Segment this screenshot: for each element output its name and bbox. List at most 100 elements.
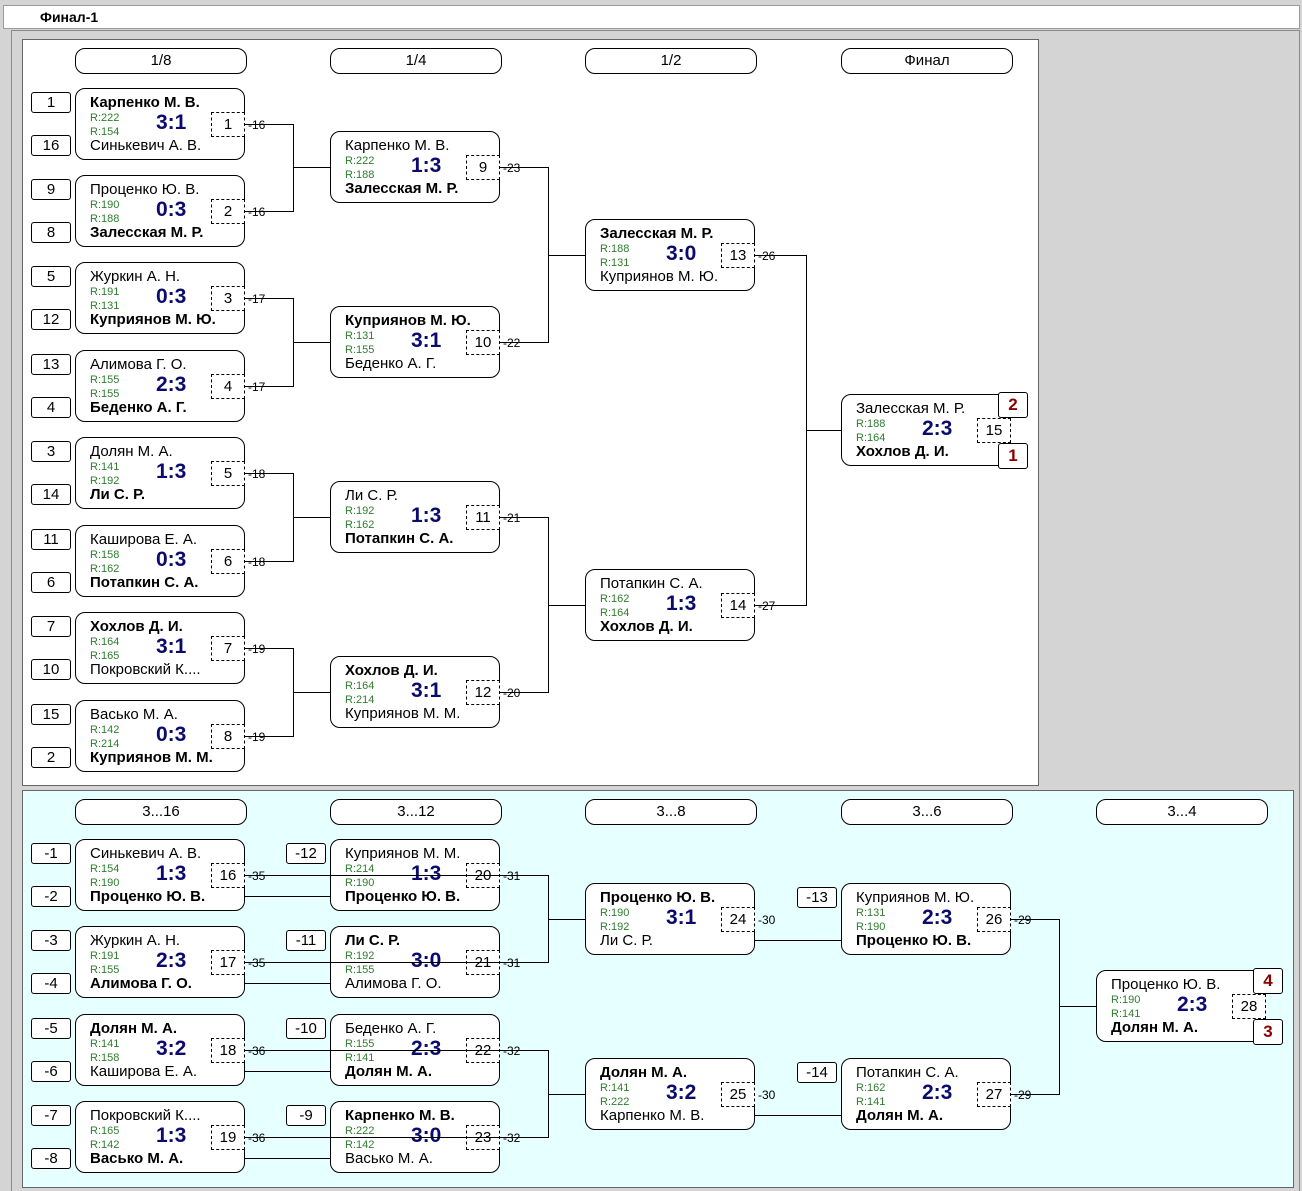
seed-number: 13 [31,354,71,375]
player-top-name: Журкин А. Н. [90,932,181,949]
player-bottom-name: Васько М. А. [90,1150,184,1167]
player-bottom-rating: R:188 [345,169,375,181]
loser-destination-label: -21 [503,511,521,525]
player-top-name: Каширова Е. А. [90,531,197,548]
seed-number: 15 [31,704,71,725]
loser-destination-label: -32 [503,1044,521,1058]
match-score: 0:3 [156,198,187,221]
player-bottom-rating: R:222 [600,1096,630,1108]
match-score: 0:3 [156,723,187,746]
loser-destination-label: -19 [248,730,266,744]
seed-number: 16 [31,135,71,156]
match-number: 1 [211,112,245,137]
player-bottom-name: Хохлов Д. И. [856,443,949,460]
player-bottom-rating: R:131 [90,300,120,312]
match-score: 2:3 [411,1037,442,1060]
player-top-name: Ли С. Р. [345,487,398,504]
seed-number: -2 [31,886,71,907]
player-top-rating: R:188 [856,418,886,430]
player-top-rating: R:214 [345,863,375,875]
match-number: 17 [211,950,245,975]
loser-destination-label: -29 [1014,913,1032,927]
final-place-badge: 2 [998,392,1028,418]
seed-number: -4 [31,973,71,994]
loser-destination-label: -18 [248,555,266,569]
player-top-rating: R:162 [600,593,630,605]
player-bottom-name: Залесская М. Р. [90,224,204,241]
connector-line [1059,919,1060,1095]
player-top-name: Покровский К.... [90,1107,201,1124]
round-header: 3...12 [330,799,502,825]
player-bottom-name: Потапкин С. А. [345,530,454,547]
connector-line [245,561,294,562]
match-number: 26 [977,907,1011,932]
player-top-rating: R:158 [90,549,120,561]
connector-line [245,983,331,984]
match-score: 3:1 [666,906,697,929]
match-number: 3 [211,286,245,311]
match-score: 2:3 [922,1081,953,1104]
player-top-rating: R:155 [90,374,120,386]
match-number: 16 [211,863,245,888]
connector-line [500,962,549,963]
player-top-name: Долян М. А. [600,1064,687,1081]
window-title-bar: Финал-1 [3,5,1300,29]
connector-line [1011,1094,1060,1095]
player-bottom-rating: R:154 [90,126,120,138]
match-number: 25 [721,1082,755,1107]
match-score: 3:2 [156,1037,187,1060]
player-bottom-name: Долян М. А. [856,1107,943,1124]
connector-line [245,962,549,963]
player-bottom-name: Потапкин С. А. [90,574,199,591]
round-header: 3...8 [585,799,757,825]
connector-line [245,1050,549,1051]
player-bottom-rating: R:165 [90,650,120,662]
player-bottom-rating: R:155 [90,964,120,976]
seed-number: -11 [286,930,326,951]
seed-number: 12 [31,309,71,330]
player-bottom-rating: R:188 [90,213,120,225]
player-bottom-name: Куприянов М. Ю. [600,268,719,285]
connector-line [755,940,842,941]
player-top-name: Карпенко М. В. [90,94,200,111]
connector-line [806,430,842,431]
player-top-rating: R:142 [90,724,120,736]
connector-line [245,736,294,737]
player-bottom-name: Ли С. Р. [600,932,653,949]
player-top-rating: R:192 [345,505,375,517]
loser-destination-label: -36 [248,1044,266,1058]
player-bottom-rating: R:142 [90,1139,120,1151]
connector-line [500,342,549,343]
connector-line [245,1071,331,1072]
player-bottom-name: Куприянов М. Ю. [90,311,216,328]
player-top-name: Беденко А. Г. [345,1020,437,1037]
loser-destination-label: -17 [248,380,266,394]
seed-number: -3 [31,930,71,951]
player-bottom-name: Проценко Ю. В. [856,932,972,949]
round-header: 3...6 [841,799,1013,825]
